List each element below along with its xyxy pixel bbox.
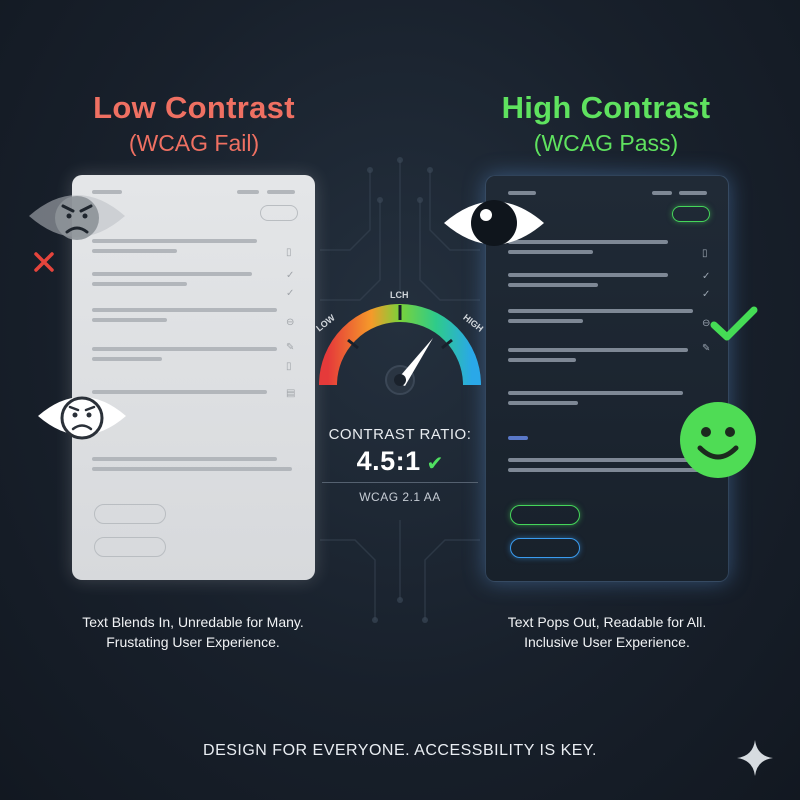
skeleton-line [92,467,292,471]
skeleton-line [508,273,668,277]
footer-tagline: DESIGN FOR EVERYONE. ACCESSBILITY IS KEY… [203,742,597,759]
skeleton-line [508,358,576,362]
eye-icon [440,188,548,263]
mock-button-primary [94,504,166,524]
skeleton-line [508,458,693,462]
cross-icon [32,250,56,279]
lock-icon: ▯ [702,248,708,259]
skeleton-line [92,272,252,276]
lock-icon: ▯ [286,247,292,258]
skeleton-line [267,190,295,194]
contrast-ratio-row: 4.5:1✔ [300,446,500,477]
caption-line: Inclusive User Experience. [524,634,690,650]
skeleton-line [508,319,583,323]
skeleton-line [679,191,707,195]
doc-icon: ▤ [286,388,296,399]
skeleton-line [92,190,122,194]
gauge-label-mid: LCH [390,290,409,300]
mock-button-primary [510,505,580,525]
skeleton-line [92,357,162,361]
skeleton-line [508,468,708,472]
skeleton-line [508,283,598,287]
check-icon: ✓ [286,288,295,299]
user-icon: ⊖ [702,318,711,329]
skeleton-line [508,250,593,254]
high-contrast-subtitle: (WCAG Pass) [533,130,679,156]
skeleton-line [92,347,277,351]
skeleton-heading [508,436,528,440]
skeleton-line [652,191,672,195]
skeleton-line [508,240,668,244]
high-contrast-caption: Text Pops Out, Readable for All. Inclusi… [447,612,767,652]
low-contrast-panel: ▯ ✓ ✓ ⊖ ✎ ▯ ▤ [72,175,315,580]
sparkle-icon [735,738,775,783]
angry-eye-icon [25,178,129,259]
skeleton-line [508,348,688,352]
edit-icon: ✎ [286,342,295,353]
divider [322,482,478,483]
high-contrast-title: High Contrast [501,90,711,125]
low-contrast-subtitle: (WCAG Fail) [128,130,260,156]
check-icon: ✓ [702,271,711,282]
check-icon: ✔ [426,453,444,475]
skeleton-line [92,390,267,394]
mock-toggle [672,206,710,222]
caption-line: Text Blends In, Unredable for Many. [82,614,304,630]
caption-line: Text Pops Out, Readable for All. [507,614,707,630]
contrast-ratio-title: CONTRAST RATIO: [328,426,472,443]
skeleton-line [92,282,187,286]
skeleton-line [92,308,277,312]
mock-button-secondary [94,537,166,557]
skeleton-line [92,318,167,322]
mock-button-secondary [510,538,580,558]
wcag-level: WCAG 2.1 AA [359,490,441,504]
skeleton-line [508,401,578,405]
skeleton-line [508,391,683,395]
check-icon: ✓ [286,270,295,281]
contrast-ratio-value: 4.5:1 [356,446,421,476]
high-contrast-panel: ▯ ✓ ✓ ⊖ ✎ [485,175,729,582]
skeleton-line [508,191,536,195]
smiley-icon [678,400,758,485]
skeleton-line [92,249,177,253]
high-contrast-heading: High Contrast (WCAG Pass) [456,90,756,157]
checkmark-icon [708,303,760,350]
skeleton-line [237,190,259,194]
skeleton-line [92,457,277,461]
skeleton-line [508,309,693,313]
sad-eye-icon [35,382,129,455]
mock-toggle [260,205,298,221]
edit-icon: ✎ [702,343,711,354]
user-icon: ⊖ [286,317,295,328]
skeleton-line [92,239,257,243]
low-contrast-caption: Text Blends In, Unredable for Many. Frus… [33,612,353,652]
low-contrast-title: Low Contrast [93,90,295,125]
caption-line: Frustating User Experience. [106,634,280,650]
low-contrast-heading: Low Contrast (WCAG Fail) [44,90,344,157]
trash-icon: ▯ [286,361,292,372]
check-icon: ✓ [702,289,711,300]
contrast-gauge [319,304,481,395]
